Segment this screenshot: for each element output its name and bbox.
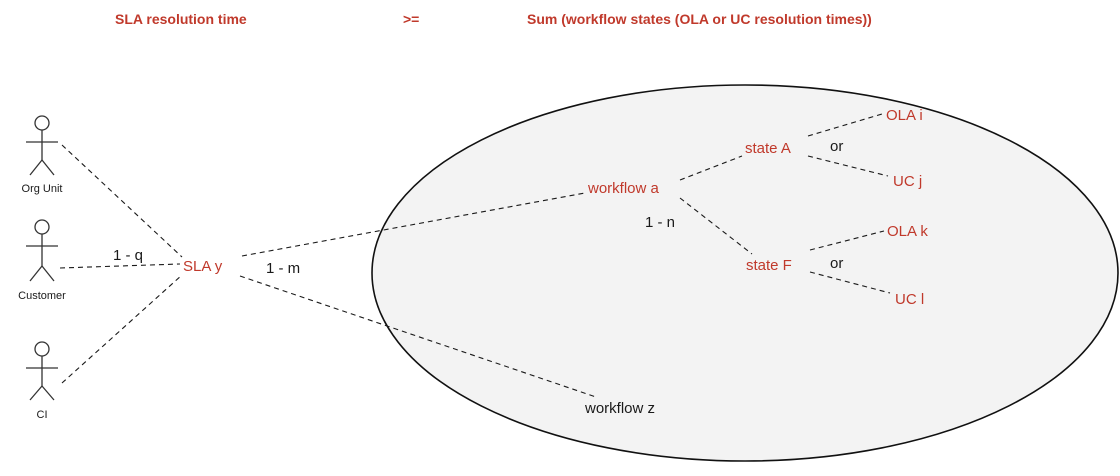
node-state-f: state F: [746, 257, 792, 274]
actor-head: [34, 219, 50, 235]
connector-state-a-ola-i: [807, 113, 883, 137]
node-workflow-z: workflow z: [584, 400, 655, 417]
relation-customer-sla: 1 - q: [113, 247, 143, 264]
workflow-scope-ellipse: [371, 84, 1119, 462]
node-uc-j: UC j: [893, 173, 922, 190]
connector-workflow-state-a: [679, 155, 743, 181]
connector-state-f-ola-k: [809, 230, 885, 251]
actor-ci: [26, 341, 58, 401]
node-uc-l: UC l: [895, 291, 924, 308]
node-sla-y: SLA y: [183, 258, 223, 275]
connector-state-f-uc-l: [809, 271, 891, 294]
actor-label-ci: CI: [37, 409, 48, 421]
actor-head: [34, 341, 50, 357]
or-label-state-a: or: [830, 138, 843, 155]
actor-customer: [26, 219, 58, 282]
or-label-state-f: or: [830, 255, 843, 272]
relation-sla-workflow: 1 - m: [266, 260, 300, 277]
relation-workflow-state: 1 - n: [645, 214, 675, 231]
connector-state-a-uc-j: [807, 155, 889, 177]
connector-workflow-state-f: [679, 197, 753, 255]
connector-sla-workflow-a: [241, 192, 586, 257]
actor-label-org-unit: Org Unit: [22, 183, 63, 195]
node-ola-i: OLA i: [886, 107, 923, 124]
header-operator: >=: [403, 11, 419, 27]
actor-head: [34, 115, 50, 131]
node-ola-k: OLA k: [887, 223, 928, 240]
connector-orgunit-sla: [61, 144, 183, 258]
connector-customer-sla: [59, 263, 181, 269]
node-workflow-a: workflow a: [587, 180, 660, 197]
actor-org-unit: [26, 115, 58, 176]
node-state-a: state A: [745, 140, 791, 157]
connector-ci-sla: [61, 274, 183, 384]
header-sla-resolution-time: SLA resolution time: [115, 11, 247, 27]
actor-label-customer: Customer: [18, 290, 66, 302]
header-sum-expression: Sum (workflow states (OLA or UC resoluti…: [527, 11, 872, 27]
